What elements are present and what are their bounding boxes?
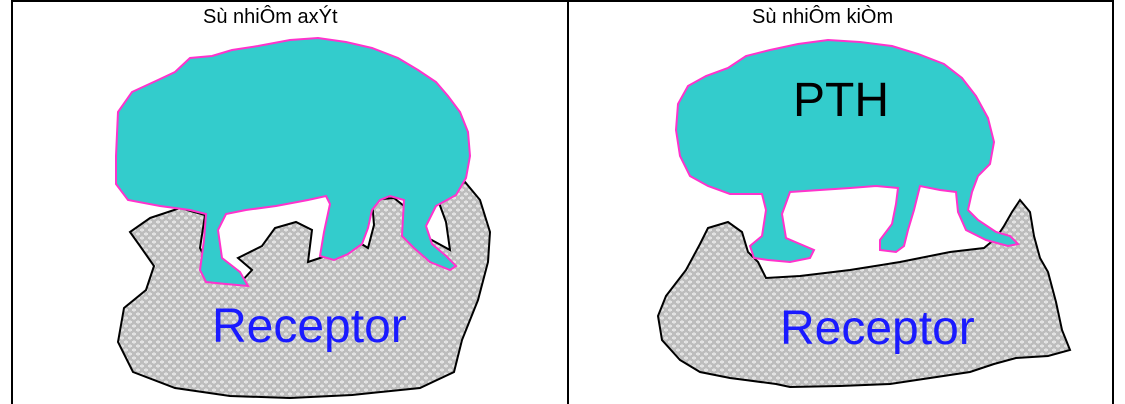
receptor-label-right: Receptor bbox=[780, 302, 975, 355]
receptor-label-left: Receptor bbox=[212, 300, 407, 353]
hormone-label-pth: PTH bbox=[793, 74, 889, 127]
receptor-shape-left bbox=[118, 182, 490, 398]
receptor-shape-right bbox=[658, 200, 1070, 387]
